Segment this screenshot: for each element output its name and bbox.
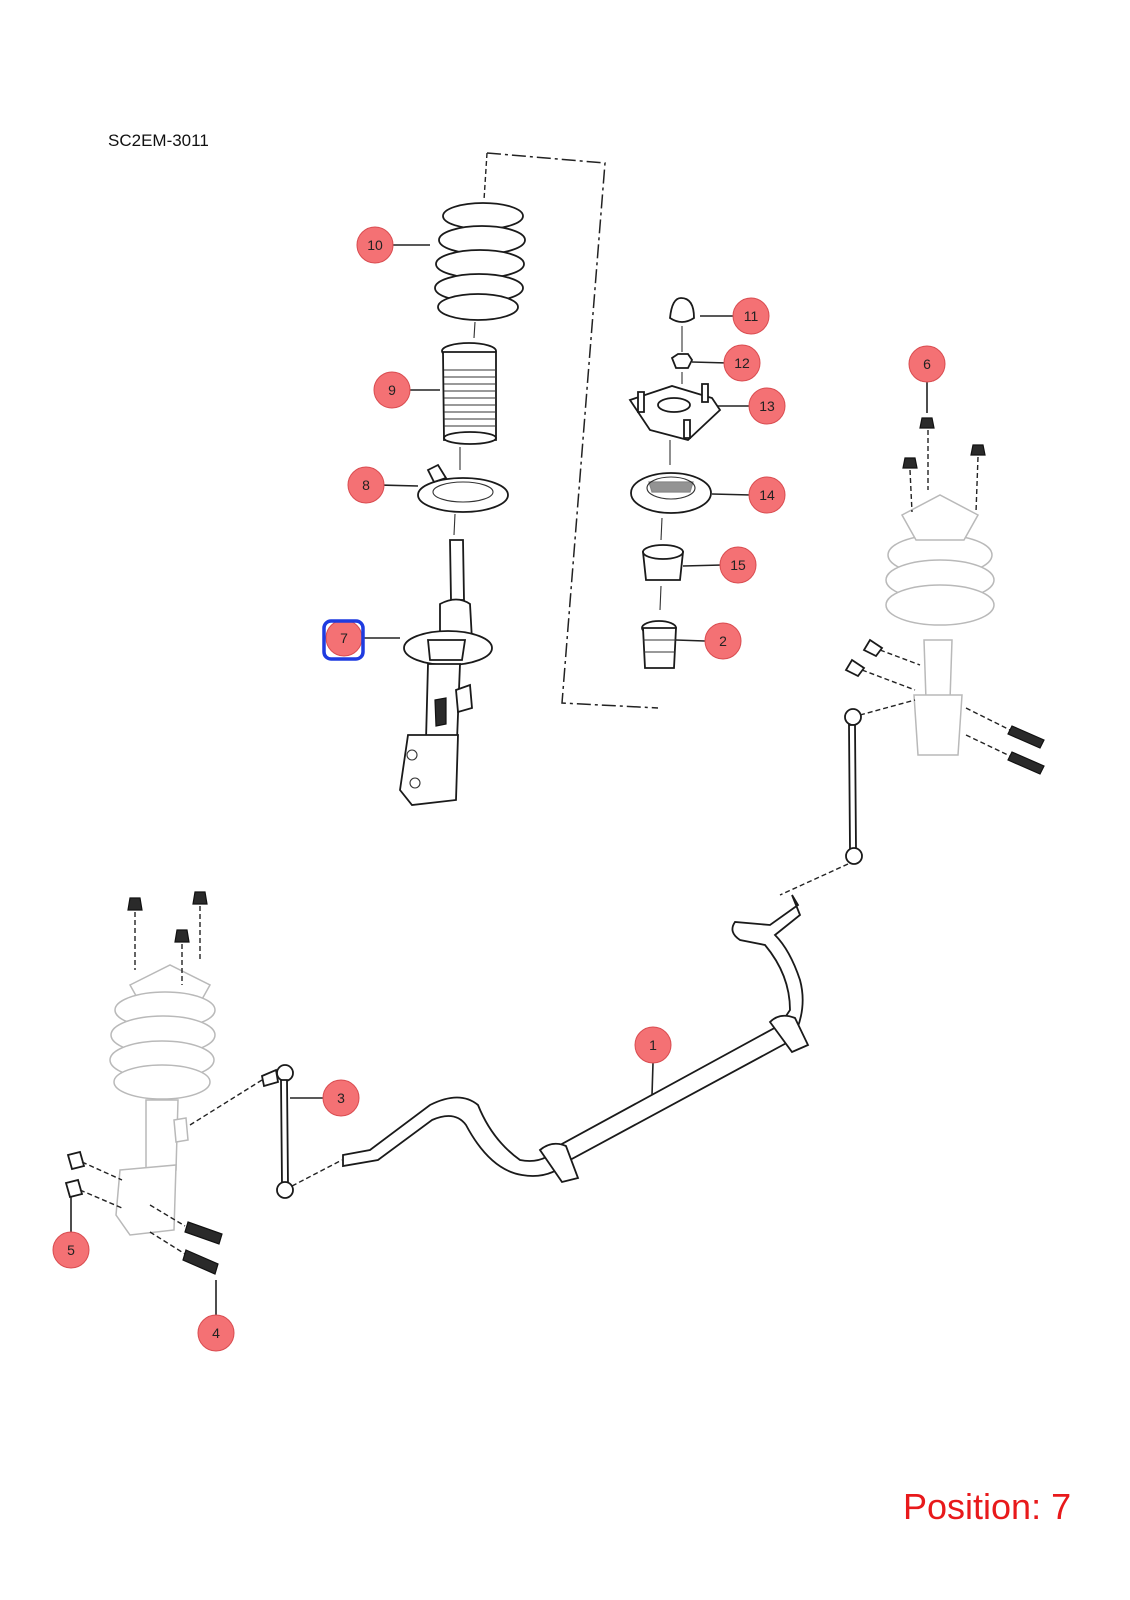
svg-text:3: 3: [337, 1090, 345, 1106]
right-nut: [902, 417, 986, 469]
strut-cap: [669, 297, 695, 323]
svg-text:12: 12: [734, 355, 750, 371]
right-strut-ghost: [885, 494, 995, 756]
svg-text:6: 6: [923, 356, 931, 372]
strut-assembly: [399, 539, 493, 806]
callout-7[interactable]: 7: [325, 619, 363, 657]
callout-12[interactable]: 12: [723, 344, 761, 382]
top-nut: [670, 353, 694, 369]
callout-15[interactable]: 15: [719, 546, 757, 584]
callout-6[interactable]: 6: [908, 345, 946, 383]
stabilizer-bar: [342, 894, 810, 1184]
coil-spring: [434, 202, 526, 321]
svg-text:1: 1: [649, 1037, 657, 1053]
callout-4[interactable]: 4: [197, 1314, 235, 1352]
upper-mount: [628, 383, 722, 441]
svg-text:14: 14: [759, 487, 775, 503]
callout-2[interactable]: 2: [704, 622, 742, 660]
strut-bolt: [182, 1221, 223, 1275]
left-strut-ghost: [109, 964, 216, 1236]
svg-text:15: 15: [730, 557, 746, 573]
callout-1[interactable]: 1: [634, 1026, 672, 1064]
strut-bearing: [630, 472, 712, 514]
callout-8[interactable]: 8: [347, 466, 385, 504]
bushing: [641, 544, 685, 581]
svg-text:13: 13: [759, 398, 775, 414]
callout-11[interactable]: 11: [732, 297, 770, 335]
left-stabilizer-link: [260, 1064, 294, 1199]
svg-text:9: 9: [388, 382, 396, 398]
bump-stop: [641, 620, 677, 669]
callout-9[interactable]: 9: [373, 371, 411, 409]
dust-boot: [441, 342, 497, 445]
svg-text:8: 8: [362, 477, 370, 493]
svg-text:11: 11: [744, 308, 759, 324]
svg-text:10: 10: [367, 237, 383, 253]
callout-3[interactable]: 3: [322, 1079, 360, 1117]
right-stabilizer-link: [844, 708, 863, 865]
svg-text:4: 4: [212, 1325, 220, 1341]
left-nut: [127, 891, 208, 943]
diagram-code: SC2EM-3011: [108, 131, 209, 150]
flange-nut: [64, 1150, 86, 1199]
svg-text:2: 2: [719, 633, 727, 649]
callout-14[interactable]: 14: [748, 476, 786, 514]
svg-text:7: 7: [340, 630, 348, 646]
callout-10[interactable]: 10: [356, 226, 394, 264]
selected-callout-ring: [322, 619, 365, 661]
callout-13[interactable]: 13: [748, 387, 786, 425]
spring-seat: [417, 463, 509, 513]
position-label: Position: 7: [903, 1486, 1072, 1527]
svg-text:5: 5: [67, 1242, 75, 1258]
callout-5[interactable]: 5: [52, 1231, 90, 1269]
